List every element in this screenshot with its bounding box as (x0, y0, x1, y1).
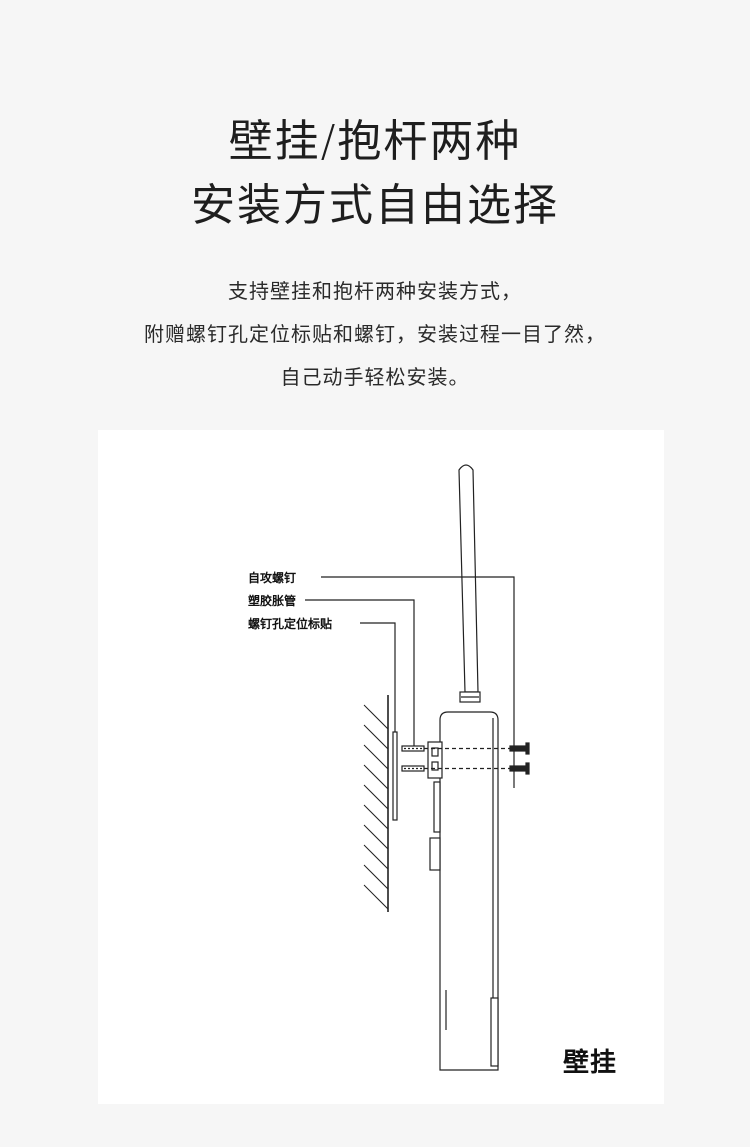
antenna (458, 464, 479, 693)
callout-self-tapping-screw: 自攻螺钉 (248, 571, 297, 585)
headline-line-2: 安装方式自由选择 (191, 180, 559, 231)
mounting-bracket (427, 741, 443, 871)
leader-hole-template-sticker (360, 622, 396, 732)
headline: 壁挂/抱杆两种 安装方式自由选择 (0, 110, 750, 238)
screw-bottom (509, 762, 530, 775)
plastic-anchor-top (401, 745, 425, 752)
device-body (439, 711, 499, 1071)
headline-line-1: 壁挂/抱杆两种 (228, 116, 522, 167)
callout-plastic-anchor: 塑胶胀管 (248, 594, 297, 608)
description-line-1: 支持壁挂和抱杆两种安装方式， (228, 279, 522, 303)
wall-mount-diagram: 自攻螺钉 塑胶胀管 螺钉孔定位标贴 壁挂 (98, 430, 664, 1104)
hole-template-sticker (392, 731, 398, 821)
wall-hatching (363, 704, 389, 910)
screw-top (509, 742, 530, 755)
description: 支持壁挂和抱杆两种安装方式， 附赠螺钉孔定位标贴和螺钉，安装过程一目了然， 自己… (0, 270, 750, 399)
mount-type-label: 壁挂 (563, 1048, 618, 1078)
description-line-3: 自己动手轻松安装。 (280, 365, 470, 389)
leader-self-tapping-screw (321, 576, 515, 788)
plastic-anchor-bottom (401, 765, 425, 772)
callout-hole-template-sticker: 螺钉孔定位标贴 (248, 617, 333, 631)
description-line-2: 附赠螺钉孔定位标贴和螺钉，安装过程一目了然， (144, 322, 606, 346)
wall-mount-illustration (305, 464, 530, 1071)
leader-plastic-anchor (305, 599, 415, 746)
